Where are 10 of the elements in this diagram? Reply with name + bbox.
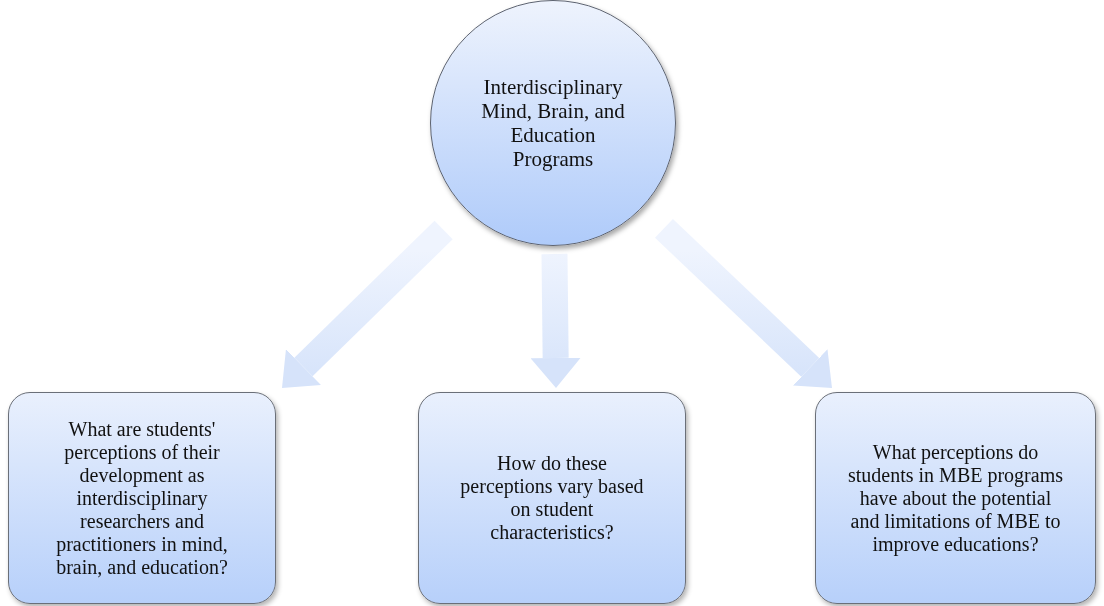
topic-text: Interdisciplinary Mind, Brain, and Education Programs (480, 74, 626, 172)
block-arrow (282, 220, 453, 388)
block-arrow (530, 253, 581, 388)
question-box (815, 392, 1096, 604)
question-box (418, 392, 686, 604)
block-arrow (655, 218, 832, 388)
question-box (8, 392, 276, 604)
question-text: How do these perceptions vary based on student characteristics? (459, 452, 645, 544)
question-text: What are students' perceptions of their development as interdisciplinary researchers and practitioners in mind, brain, and education? (55, 417, 229, 579)
question-text: What perceptions do students in MBE programs have about the potential and limitations of MBE to improve educations? (848, 440, 1063, 556)
